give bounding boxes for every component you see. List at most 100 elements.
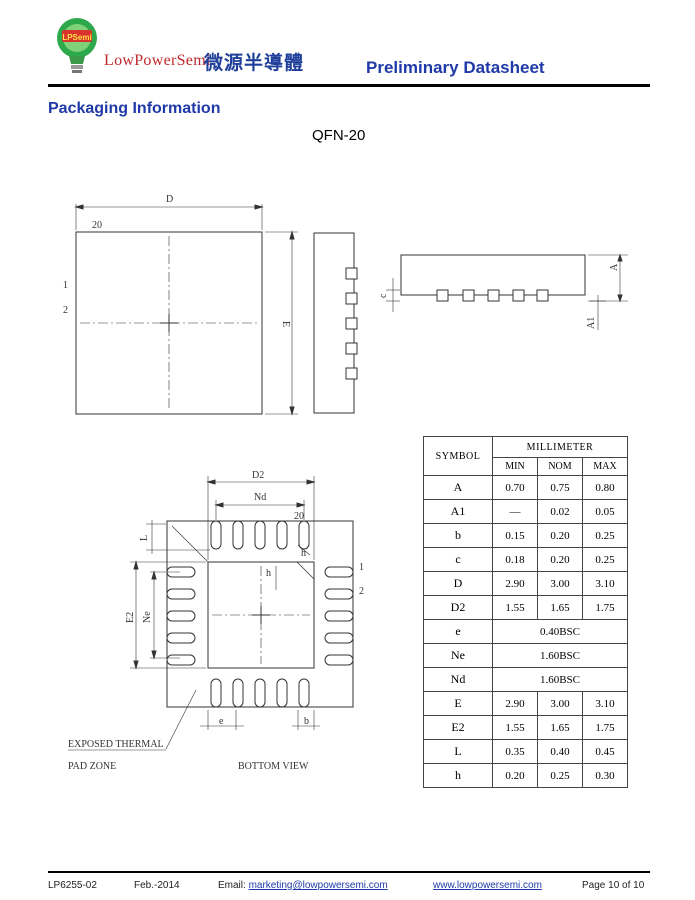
bottom-d2-label: D2 — [252, 470, 264, 481]
lead-pad — [232, 520, 244, 550]
lead-pad — [166, 632, 196, 644]
document-title: Preliminary Datasheet — [366, 58, 545, 77]
nom-value-cell: 0.20 — [537, 523, 583, 548]
min-value-cell: — — [492, 499, 538, 524]
nom-value-cell: 1.65 — [537, 595, 583, 620]
symbol-cell: E — [423, 691, 493, 716]
min-value-cell: 0.35 — [492, 739, 538, 764]
max-value-cell: 0.05 — [582, 499, 628, 524]
max-value-cell: 1.75 — [582, 715, 628, 740]
nom-value-cell: 3.00 — [537, 571, 583, 596]
max-value-cell: 0.25 — [582, 523, 628, 548]
lead-pad — [298, 678, 310, 708]
footer-divider — [48, 871, 650, 873]
nom-value-cell: 1.65 — [537, 715, 583, 740]
bottom-nd-label: Nd — [254, 492, 266, 503]
footer-email-label: Email: — [218, 880, 246, 891]
footer-page-number: Page 10 of 10 — [582, 880, 645, 891]
lead-pad — [210, 678, 222, 708]
lead-pad — [254, 520, 266, 550]
max-value-cell: 3.10 — [582, 691, 628, 716]
side-a-label: A — [609, 263, 620, 271]
bsc-value-cell: 1.60BSC — [492, 667, 628, 692]
package-name: QFN-20 — [312, 127, 366, 144]
nom-header: NOM — [537, 457, 583, 476]
footer-website-link[interactable]: www.lowpowersemi.com — [433, 880, 542, 891]
max-value-cell: 0.80 — [582, 475, 628, 500]
bottom-h2-label: h — [266, 568, 271, 579]
footer-email-link[interactable]: marketing@lowpowersemi.com — [248, 880, 388, 891]
symbol-cell: e — [423, 619, 493, 644]
min-value-cell: 0.20 — [492, 763, 538, 788]
nom-value-cell: 0.40 — [537, 739, 583, 764]
exposed-pad-label-1: EXPOSED THERMAL — [68, 739, 164, 750]
top-d-label: D — [166, 194, 173, 205]
section-title: Packaging Information — [48, 100, 221, 117]
symbol-cell: A — [423, 475, 493, 500]
symbol-cell: Nd — [423, 667, 493, 692]
nom-value-cell: 0.20 — [537, 547, 583, 572]
symbol-cell: Ne — [423, 643, 493, 668]
lead-pad — [166, 610, 196, 622]
lead-pad — [166, 588, 196, 600]
lead-pad — [298, 520, 310, 550]
lead-pad — [276, 678, 288, 708]
top-pin2-label: 2 — [63, 305, 68, 316]
bsc-value-cell: 1.60BSC — [492, 643, 628, 668]
symbol-cell: E2 — [423, 715, 493, 740]
bottom-l-label: L — [139, 535, 150, 541]
side-view-horizontal — [386, 253, 628, 330]
bottom-view — [166, 520, 354, 708]
max-value-cell: 0.45 — [582, 739, 628, 764]
symbol-cell: A1 — [423, 499, 493, 524]
max-value-cell: 3.10 — [582, 571, 628, 596]
millimeter-header: MILLIMETER — [492, 436, 628, 458]
top-pin1-label: 1 — [63, 280, 68, 291]
lpsemi-logo: LPSemi — [57, 18, 97, 73]
symbol-cell: b — [423, 523, 493, 548]
min-value-cell: 1.55 — [492, 715, 538, 740]
symbol-cell: h — [423, 763, 493, 788]
top-pin20-label: 20 — [92, 220, 102, 231]
max-value-cell: 0.30 — [582, 763, 628, 788]
nom-value-cell: 0.75 — [537, 475, 583, 500]
top-e-label: E — [280, 321, 291, 327]
bottom-pin2-label: 2 — [359, 586, 364, 597]
lead-pad — [324, 588, 354, 600]
lead-pad — [254, 678, 266, 708]
top-view — [74, 204, 298, 416]
brand-name-chinese: 微源半導體 — [204, 52, 305, 74]
bottom-pin20-label: 20 — [294, 511, 304, 522]
header-divider — [48, 84, 650, 87]
lead-pad — [276, 520, 288, 550]
bottom-b-label: b — [304, 716, 309, 727]
min-value-cell: 0.70 — [492, 475, 538, 500]
exposed-pad-label-2: PAD ZONE — [68, 761, 116, 772]
bottom-e2-label: E2 — [125, 612, 136, 623]
min-header: MIN — [492, 457, 538, 476]
side-view-vertical — [313, 232, 358, 414]
lead-pad — [324, 566, 354, 578]
bottom-h1-label: h — [301, 548, 306, 559]
footer-date: Feb.-2014 — [134, 880, 180, 891]
min-value-cell: 2.90 — [492, 571, 538, 596]
bottom-pin1-label: 1 — [359, 562, 364, 573]
nom-value-cell: 0.02 — [537, 499, 583, 524]
side-c-label: c — [378, 293, 389, 298]
nom-value-cell: 3.00 — [537, 691, 583, 716]
bottom-view-dimensions — [68, 476, 320, 751]
lead-pad — [210, 520, 222, 550]
bottom-ne-label: Ne — [142, 611, 153, 623]
